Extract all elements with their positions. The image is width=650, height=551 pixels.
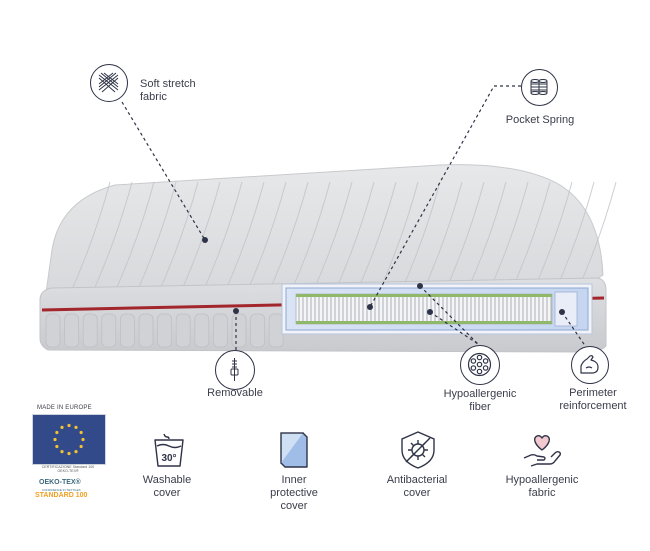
quilt-channel xyxy=(267,181,309,295)
washable-label: Washable cover xyxy=(112,474,222,500)
eu-caption-line-1: CERTIFICAZIONE Standard 100 xyxy=(41,465,95,469)
oeko-tex-label: OEKO-TEX® xyxy=(39,479,81,486)
hypoallergenic-fabric-label: Hypoallergenic fabric xyxy=(487,474,597,500)
fiber-line-1: Hypoallergenic xyxy=(443,388,517,400)
side-stitch xyxy=(101,313,117,348)
washable-line-1: Washable xyxy=(142,474,192,486)
standard-100-label: STANDARD 100 xyxy=(35,492,88,499)
side-stitch xyxy=(212,313,228,348)
inner-cover-line-3: cover xyxy=(280,500,308,512)
soft-fabric-icon xyxy=(90,64,128,102)
quilt-channel xyxy=(179,181,221,295)
antibacterial-line-2: cover xyxy=(403,487,431,499)
antibacterial-line-1: Antibacterial xyxy=(386,474,448,486)
quilt-channel xyxy=(157,181,199,295)
side-stitch xyxy=(138,313,154,348)
washable-line-2: cover xyxy=(153,487,181,499)
soft-stretch-line-2: fabric xyxy=(140,91,167,103)
side-stitch xyxy=(157,313,173,348)
eu-star xyxy=(67,451,71,456)
quilt-channel xyxy=(201,181,243,295)
soft-stretch-line-1: Soft stretch xyxy=(140,78,196,90)
pocket-spring-icon xyxy=(521,69,558,106)
fabric-line-1: Hypoallergenic xyxy=(505,474,579,486)
quilt-channel xyxy=(311,181,353,295)
eu-star xyxy=(79,444,83,449)
hypoallergenic-fiber-label: Hypoallergenic fiber xyxy=(430,388,530,414)
fabric-line-2: fabric xyxy=(528,487,556,499)
zipper-icon xyxy=(215,350,255,390)
antibacterial-icon xyxy=(396,428,440,472)
inner-cover-line-1: Inner xyxy=(281,474,307,486)
side-stitch xyxy=(64,313,79,348)
quilt-channel xyxy=(113,181,155,295)
eu-star xyxy=(67,423,71,428)
eu-star xyxy=(81,437,85,442)
washable-icon: 30° xyxy=(147,428,191,472)
perimeter-line-2: reinforcement xyxy=(559,400,627,412)
eu-star xyxy=(60,450,64,454)
side-stitch xyxy=(120,313,135,348)
eu-star xyxy=(79,430,83,435)
eu-star xyxy=(53,437,57,442)
eu-caption-line-2: OEKO-TEX® xyxy=(57,469,79,473)
inner-cover-label: Inner protective cover xyxy=(239,474,349,513)
quilt-channel xyxy=(91,181,133,295)
temperature-badge: 30° xyxy=(161,453,176,464)
eu-caption: CERTIFICAZIONE Standard 100 OEKO-TEX® xyxy=(32,465,104,473)
quilt-channel xyxy=(289,181,331,295)
quilt-channel xyxy=(245,181,287,295)
eu-star xyxy=(55,444,59,449)
side-stitch xyxy=(231,313,247,348)
pocket-spring-label: Pocket Spring xyxy=(505,114,575,126)
fiber-icon xyxy=(460,345,500,385)
quilt-channel xyxy=(333,181,375,295)
oeko-tex-sub: CONFIDENCE IN TEXTILES xyxy=(42,488,81,492)
inner-cover-line-2: protective xyxy=(270,487,318,499)
inner-cover-icon xyxy=(272,428,316,472)
eu-star xyxy=(74,450,78,454)
quilt-channel xyxy=(69,181,111,295)
hand-heart-icon xyxy=(520,428,564,472)
perimeter-line-1: Perimeter xyxy=(569,387,617,399)
soft-stretch-label: Soft stretch fabric xyxy=(140,78,220,104)
side-stitch xyxy=(250,313,266,348)
antibacterial-label: Antibacterial cover xyxy=(362,474,472,500)
removable-label: Removable xyxy=(207,387,263,399)
quilt-channel xyxy=(223,181,265,295)
eu-star xyxy=(55,430,59,435)
side-stitch xyxy=(82,313,98,348)
arm-strength-icon xyxy=(571,346,609,384)
fiber-line-2: fiber xyxy=(469,401,491,413)
side-stitch xyxy=(175,313,191,348)
eu-star xyxy=(60,425,64,429)
eu-flag-icon xyxy=(32,414,106,465)
side-stitch xyxy=(45,313,61,348)
side-stitch xyxy=(194,313,210,348)
perimeter-label: Perimeter reinforcement xyxy=(548,387,638,413)
made-in-europe-label: MADE IN EUROPE xyxy=(37,405,92,411)
eu-star xyxy=(74,425,78,429)
quilt-channel xyxy=(135,181,177,295)
